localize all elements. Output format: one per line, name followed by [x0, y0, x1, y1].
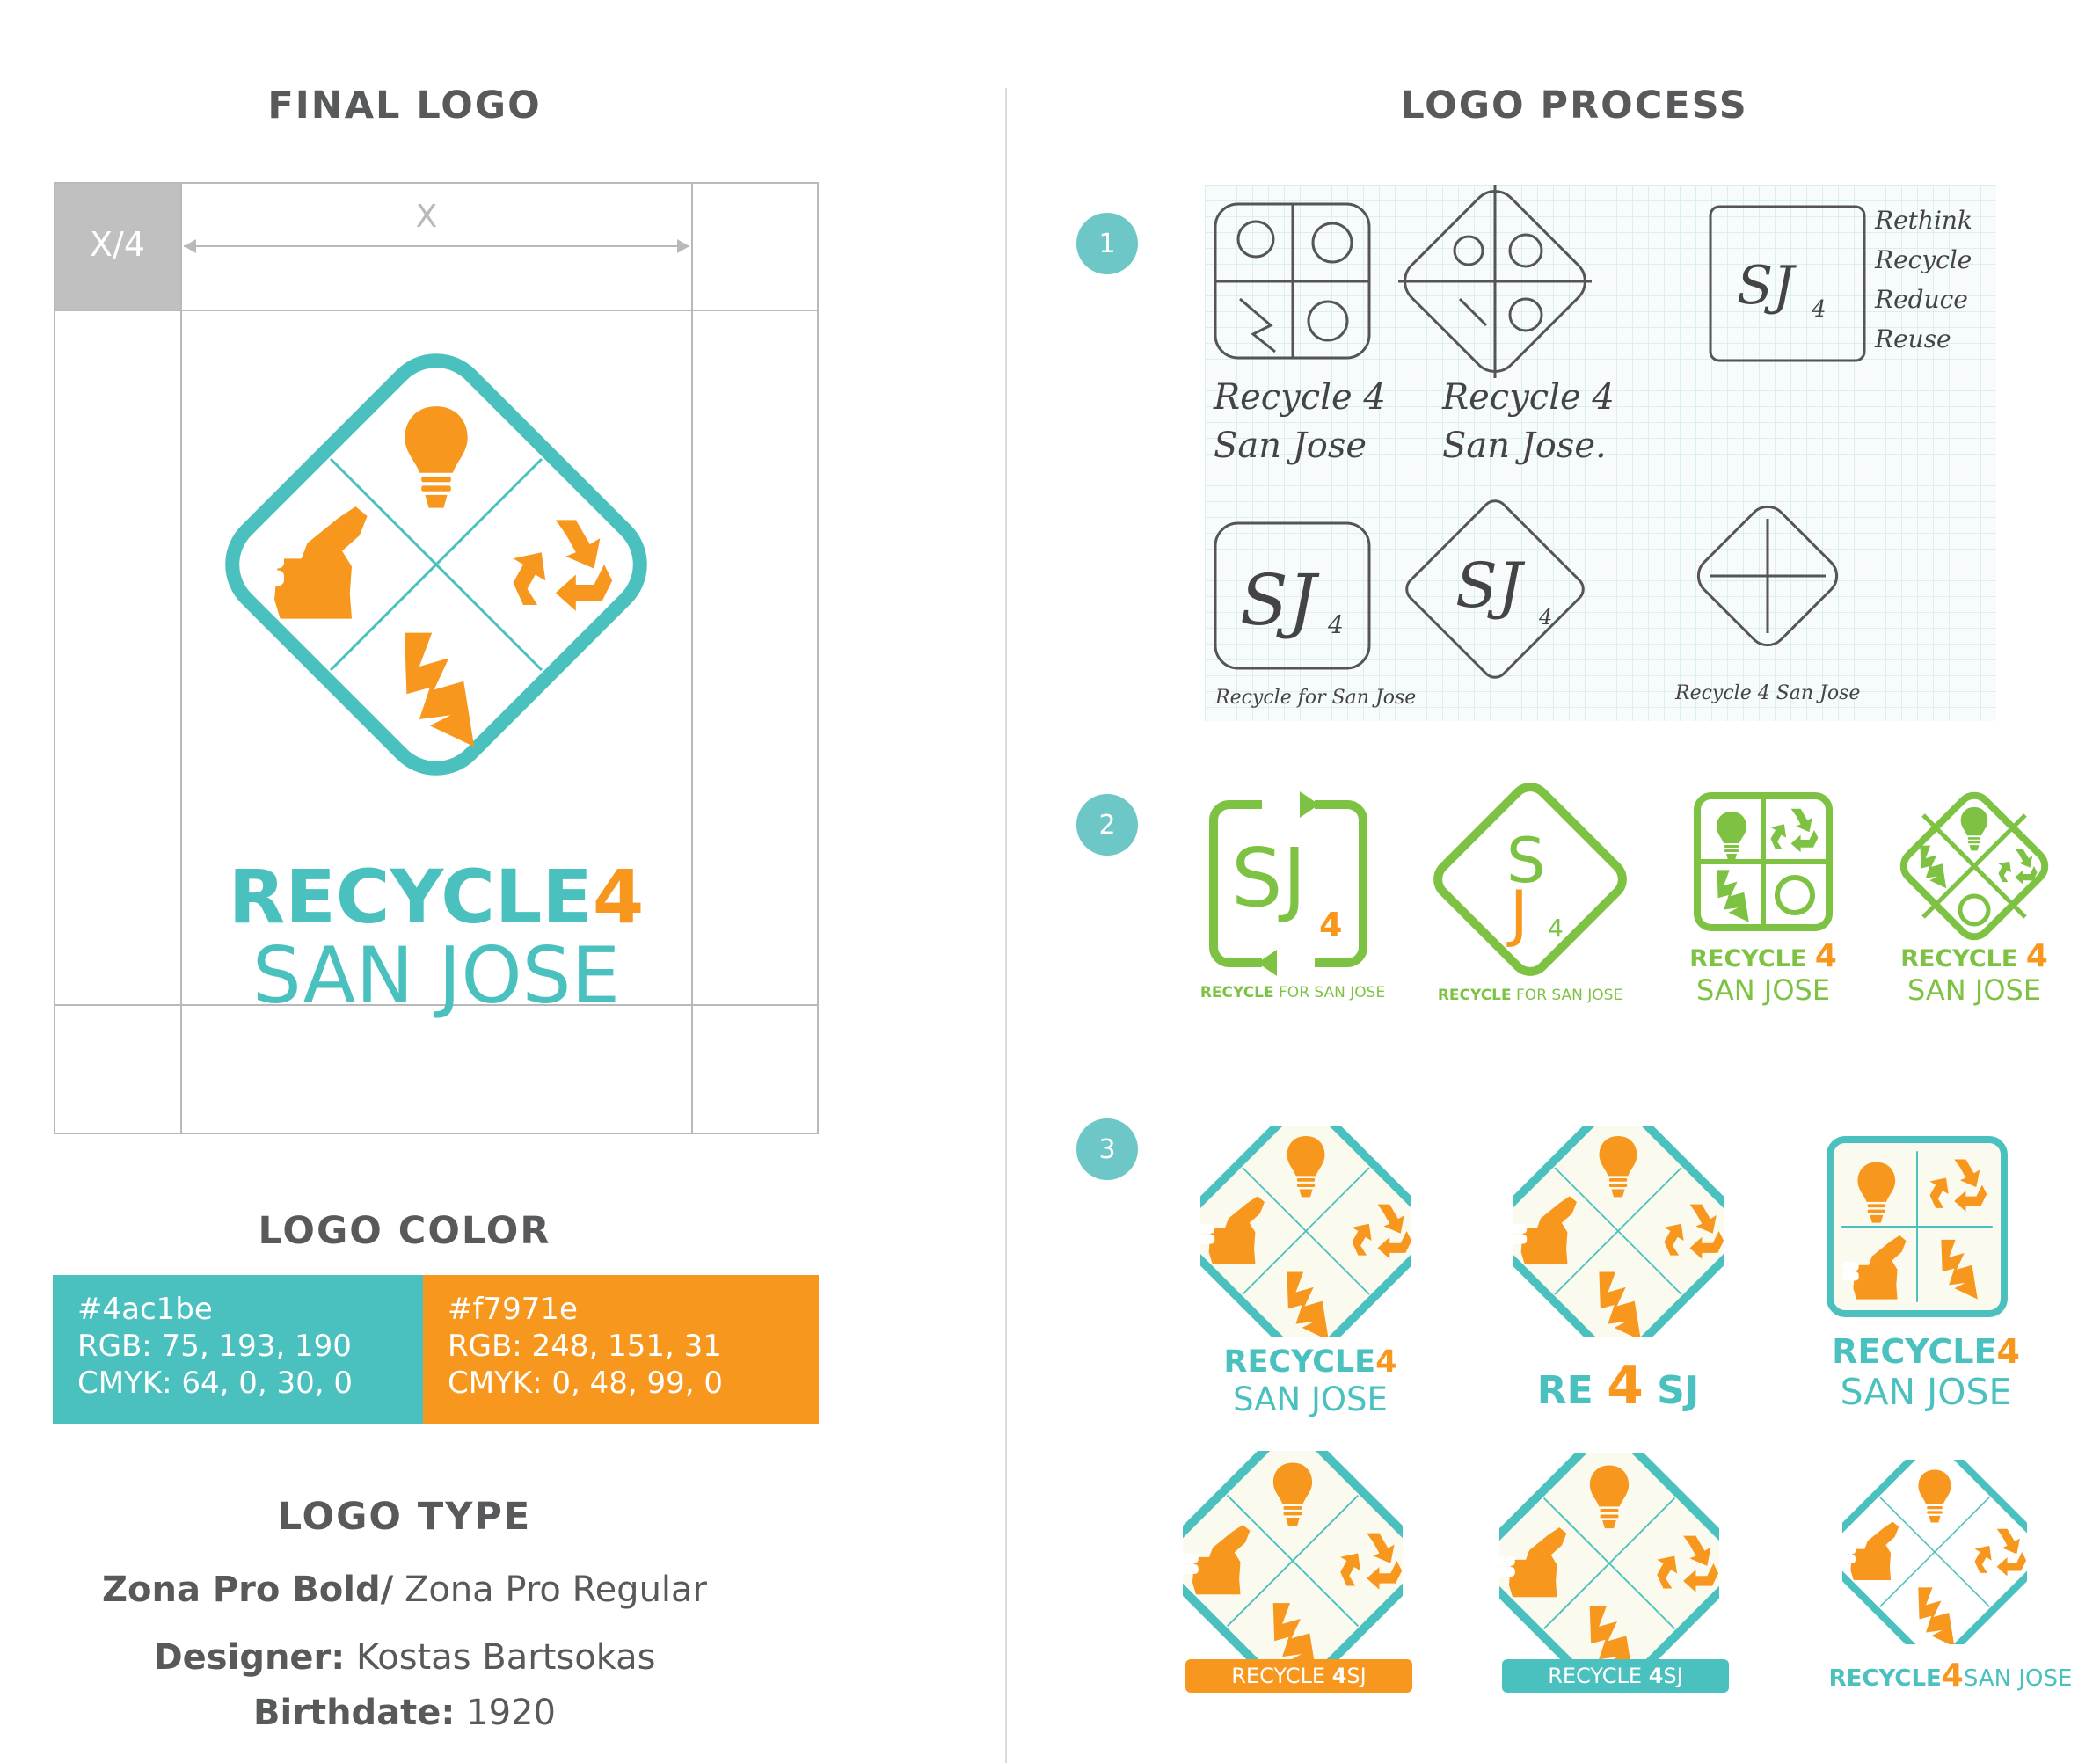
- logo-process-heading: LOGO PROCESS: [1400, 84, 1748, 127]
- step-2-badge: 2: [1076, 794, 1138, 856]
- stage3-wordmark-2: RE 4 SJ: [1536, 1355, 1700, 1417]
- stage2-caption-b: RECYCLE FOR SAN JOSE: [1437, 987, 1623, 1004]
- stage3-orange-bar: RECYCLE 4 SJ: [1185, 1659, 1412, 1693]
- stage2-j-4: 4: [1548, 914, 1564, 943]
- final-logo-wordmark-line1: RECYCLE4: [228, 854, 645, 940]
- final-logo-mark: [181, 310, 691, 820]
- stage3-wordmark-1a: RECYCLE4: [1223, 1344, 1397, 1380]
- stage2-green-square-mark: [1688, 787, 1838, 936]
- quarter-unit-box: [54, 182, 181, 310]
- sketch-word-recycle: Recycle: [1874, 245, 1972, 274]
- sketch-cap2a: Recycle 4: [1441, 377, 1615, 418]
- font-names: Zona Pro Bold/ Zona Pro Regular: [101, 1570, 707, 1610]
- stage3-wordmark-1b: SAN JOSE: [1233, 1381, 1388, 1418]
- x-dimension-arrow: [184, 239, 689, 253]
- sketch-word-reuse: Reuse: [1874, 324, 1951, 353]
- stage3-badge-5: [1499, 1453, 1719, 1673]
- stage2-wordmark-c2: SAN JOSE: [1695, 973, 1831, 1007]
- sketch-4-2: 4: [1327, 610, 1344, 639]
- teal-hex: #4ac1be: [77, 1292, 213, 1327]
- sketch-cap4: Recycle 4 San Jose: [1674, 682, 1860, 704]
- stage2-sj-4: 4: [1319, 906, 1342, 944]
- step-1-badge: 1: [1076, 213, 1138, 274]
- final-logo-wordmark-line2: SAN JOSE: [252, 930, 621, 1021]
- sketch-4-1: 4: [1811, 296, 1827, 323]
- x-dimension-label: X: [415, 199, 438, 235]
- final-logo-heading: FINAL LOGO: [267, 84, 542, 127]
- stage3-badge-1: [1200, 1126, 1411, 1337]
- sketch-sheet: SJ 4 Rethink Recycle Reduce Reuse Recycl…: [1205, 185, 1996, 721]
- stage2-green-diamond-mark: [1891, 783, 2058, 950]
- stage3-wordmark-3b: SAN JOSE: [1840, 1371, 2012, 1413]
- teal-rgb: RGB: 75, 193, 190: [77, 1329, 352, 1364]
- teal-cmyk: CMYK: 64, 0, 30, 0: [77, 1366, 354, 1401]
- stage2-wordmark-d2: SAN JOSE: [1907, 973, 2042, 1007]
- sketch-cap1a: Recycle 4: [1213, 377, 1386, 418]
- sketch-cap3: Recycle for San Jose: [1214, 687, 1416, 709]
- sketch-sj-3: SJ: [1455, 550, 1526, 622]
- stage2-sj-text: SJ: [1231, 831, 1307, 925]
- sketch-sj-2: SJ: [1240, 559, 1320, 641]
- logo-color-heading: LOGO COLOR: [258, 1209, 551, 1253]
- sketch-drawings: SJ 4 Rethink Recycle Reduce Reuse Recycl…: [1213, 185, 1972, 709]
- stage3-badge-2: [1513, 1126, 1724, 1337]
- stage2-sj-square-mark: SJ 4: [1209, 791, 1367, 976]
- stage2-j: J: [1506, 878, 1528, 950]
- quarter-unit-label: X/4: [89, 225, 145, 264]
- stage3-badge-4: [1183, 1451, 1403, 1671]
- stage3-teal-bar: RECYCLE 4 SJ: [1502, 1659, 1729, 1693]
- stage2-wordmark-d1: RECYCLE 4: [1900, 938, 2048, 974]
- sketch-sj-1: SJ: [1737, 255, 1797, 317]
- sketch-cap2b: San Jose.: [1442, 426, 1607, 466]
- stage3-square-badge: [1820, 1130, 2014, 1323]
- orange-rgb: RGB: 248, 151, 31: [448, 1329, 722, 1364]
- logo-type-heading: LOGO TYPE: [277, 1495, 532, 1539]
- sketch-word-rethink: Rethink: [1874, 206, 1972, 235]
- designer-credit: Designer: Kostas Bartsokas: [153, 1637, 656, 1678]
- teal-color-swatch: #4ac1be RGB: 75, 193, 190 CMYK: 64, 0, 3…: [53, 1275, 423, 1424]
- stage3-wordmark-3a: RECYCLE4: [1832, 1332, 2020, 1371]
- sketch-word-reduce: Reduce: [1874, 285, 1968, 314]
- birthdate: Birthdate: 1920: [253, 1693, 556, 1733]
- stage3-wordmark-6: RECYCLE4SAN JOSE: [1828, 1657, 2073, 1694]
- stage2-caption-a: RECYCLE FOR SAN JOSE: [1199, 984, 1386, 1002]
- stage2-wordmark-c1: RECYCLE 4: [1689, 938, 1837, 974]
- orange-color-swatch: #f7971e RGB: 248, 151, 31 CMYK: 0, 48, 9…: [423, 1275, 819, 1424]
- sketch-4-3: 4: [1538, 605, 1552, 630]
- stage3-badge-6: [1842, 1460, 2027, 1644]
- sketch-cap1b: San Jose: [1214, 426, 1367, 466]
- step-3-badge: 3: [1076, 1118, 1138, 1180]
- orange-hex: #f7971e: [448, 1292, 578, 1327]
- stage2-s: S: [1506, 825, 1545, 897]
- orange-cmyk: CMYK: 0, 48, 99, 0: [448, 1366, 724, 1401]
- column-divider: [1005, 88, 1007, 1763]
- stage2-sj-diamond-mark: S J 4: [1433, 783, 1627, 976]
